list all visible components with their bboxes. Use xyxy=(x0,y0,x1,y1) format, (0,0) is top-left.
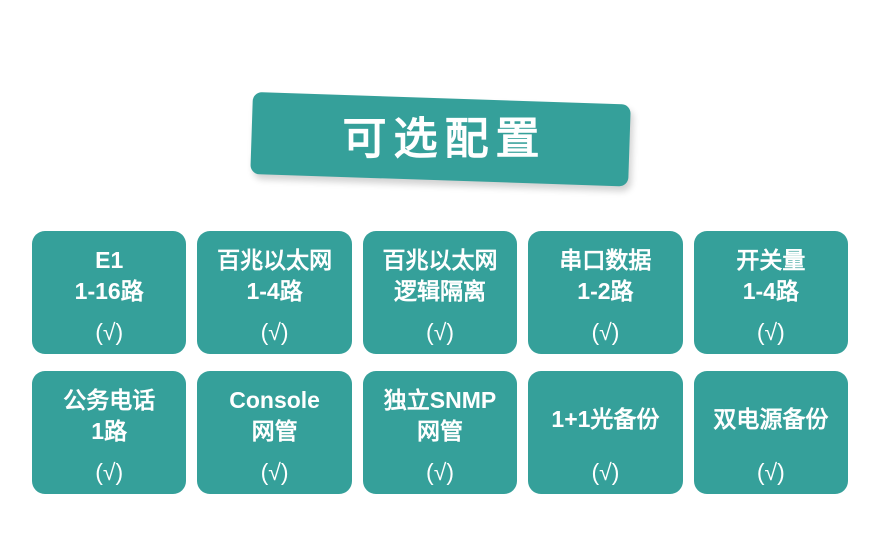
option-card-text: E1 1-16路 xyxy=(32,245,186,306)
option-card-standalone-snmp-management[interactable]: 独立SNMP 网管 (√) xyxy=(362,371,518,494)
option-card-dual-power-redundancy[interactable]: 双电源备份 (√) xyxy=(693,371,849,494)
option-card-text: 双电源备份 xyxy=(694,404,848,435)
option-label-line-2: 1路 xyxy=(91,417,128,444)
check-mark-icon: (√) xyxy=(95,319,124,346)
option-label-line-1: 开关量 xyxy=(736,247,806,273)
option-label-line-1: E1 xyxy=(95,247,124,273)
option-label-line-2: 1-4路 xyxy=(246,277,303,304)
option-row-2: 公务电话 1路 (√) Console 网管 (√) 独立SNMP 网管 (√) xyxy=(32,371,849,494)
check-mark-icon: (√) xyxy=(591,319,620,346)
option-card-text: 公务电话 1路 xyxy=(32,385,186,446)
option-label-line-2: 1-4路 xyxy=(742,277,799,304)
option-card-text: 1+1光备份 xyxy=(528,404,682,435)
option-card-console-management[interactable]: Console 网管 (√) xyxy=(197,371,352,494)
option-card-text: 开关量 1-4路 xyxy=(694,245,848,306)
option-card-optical-redundancy[interactable]: 1+1光备份 (√) xyxy=(528,371,683,494)
option-card-switching-value[interactable]: 开关量 1-4路 (√) xyxy=(693,231,849,354)
option-label-line-2: 1-2路 xyxy=(577,277,634,304)
check-mark-icon: (√) xyxy=(426,319,454,346)
option-card-ethernet-logical-isolation[interactable]: 百兆以太网 逻辑隔离 (√) xyxy=(362,231,518,354)
check-mark-icon: (√) xyxy=(756,459,785,486)
option-label-line-1: 独立SNMP xyxy=(383,387,497,413)
option-card-text: Console 网管 xyxy=(197,385,351,446)
check-mark-icon: (√) xyxy=(95,459,124,486)
option-card-service-phone[interactable]: 公务电话 1路 (√) xyxy=(32,371,187,494)
option-label-line-1: 百兆以太网 xyxy=(382,247,498,273)
option-card-text: 百兆以太网 逻辑隔离 xyxy=(363,245,517,306)
check-mark-icon: (√) xyxy=(591,459,620,486)
option-label-line-2: 1-16路 xyxy=(74,277,144,304)
option-label-line-2: 逻辑隔离 xyxy=(394,277,487,304)
option-card-text: 百兆以太网 1-4路 xyxy=(197,245,351,306)
check-mark-icon: (√) xyxy=(260,319,289,346)
option-card-serial-data[interactable]: 串口数据 1-2路 (√) xyxy=(528,231,683,354)
check-mark-icon: (√) xyxy=(426,459,454,486)
option-label-line-1: 双电源备份 xyxy=(713,406,829,433)
option-row-1: E1 1-16路 (√) 百兆以太网 1-4路 (√) 百兆以太网 逻辑隔离 (… xyxy=(32,231,849,354)
title-banner-container: 可选配置 xyxy=(250,92,631,187)
option-card-text: 独立SNMP 网管 xyxy=(363,385,517,446)
option-label-line-1: 公务电话 xyxy=(63,387,156,413)
title-banner: 可选配置 xyxy=(250,92,631,187)
check-mark-icon: (√) xyxy=(756,319,785,346)
option-card-text: 串口数据 1-2路 xyxy=(528,245,682,306)
page-title: 可选配置 xyxy=(342,114,547,164)
option-label-line-1: 串口数据 xyxy=(559,247,652,273)
option-grid: E1 1-16路 (√) 百兆以太网 1-4路 (√) 百兆以太网 逻辑隔离 (… xyxy=(32,231,849,511)
option-label-line-2: 网管 xyxy=(417,417,464,444)
option-label-line-2: 网管 xyxy=(251,417,298,444)
check-mark-icon: (√) xyxy=(260,459,289,486)
option-label-line-1: 1+1光备份 xyxy=(551,406,660,433)
option-card-e1[interactable]: E1 1-16路 (√) xyxy=(32,231,187,354)
option-label-line-1: Console xyxy=(229,387,320,413)
option-label-line-1: 百兆以太网 xyxy=(217,247,333,273)
option-card-fast-ethernet[interactable]: 百兆以太网 1-4路 (√) xyxy=(197,231,352,354)
